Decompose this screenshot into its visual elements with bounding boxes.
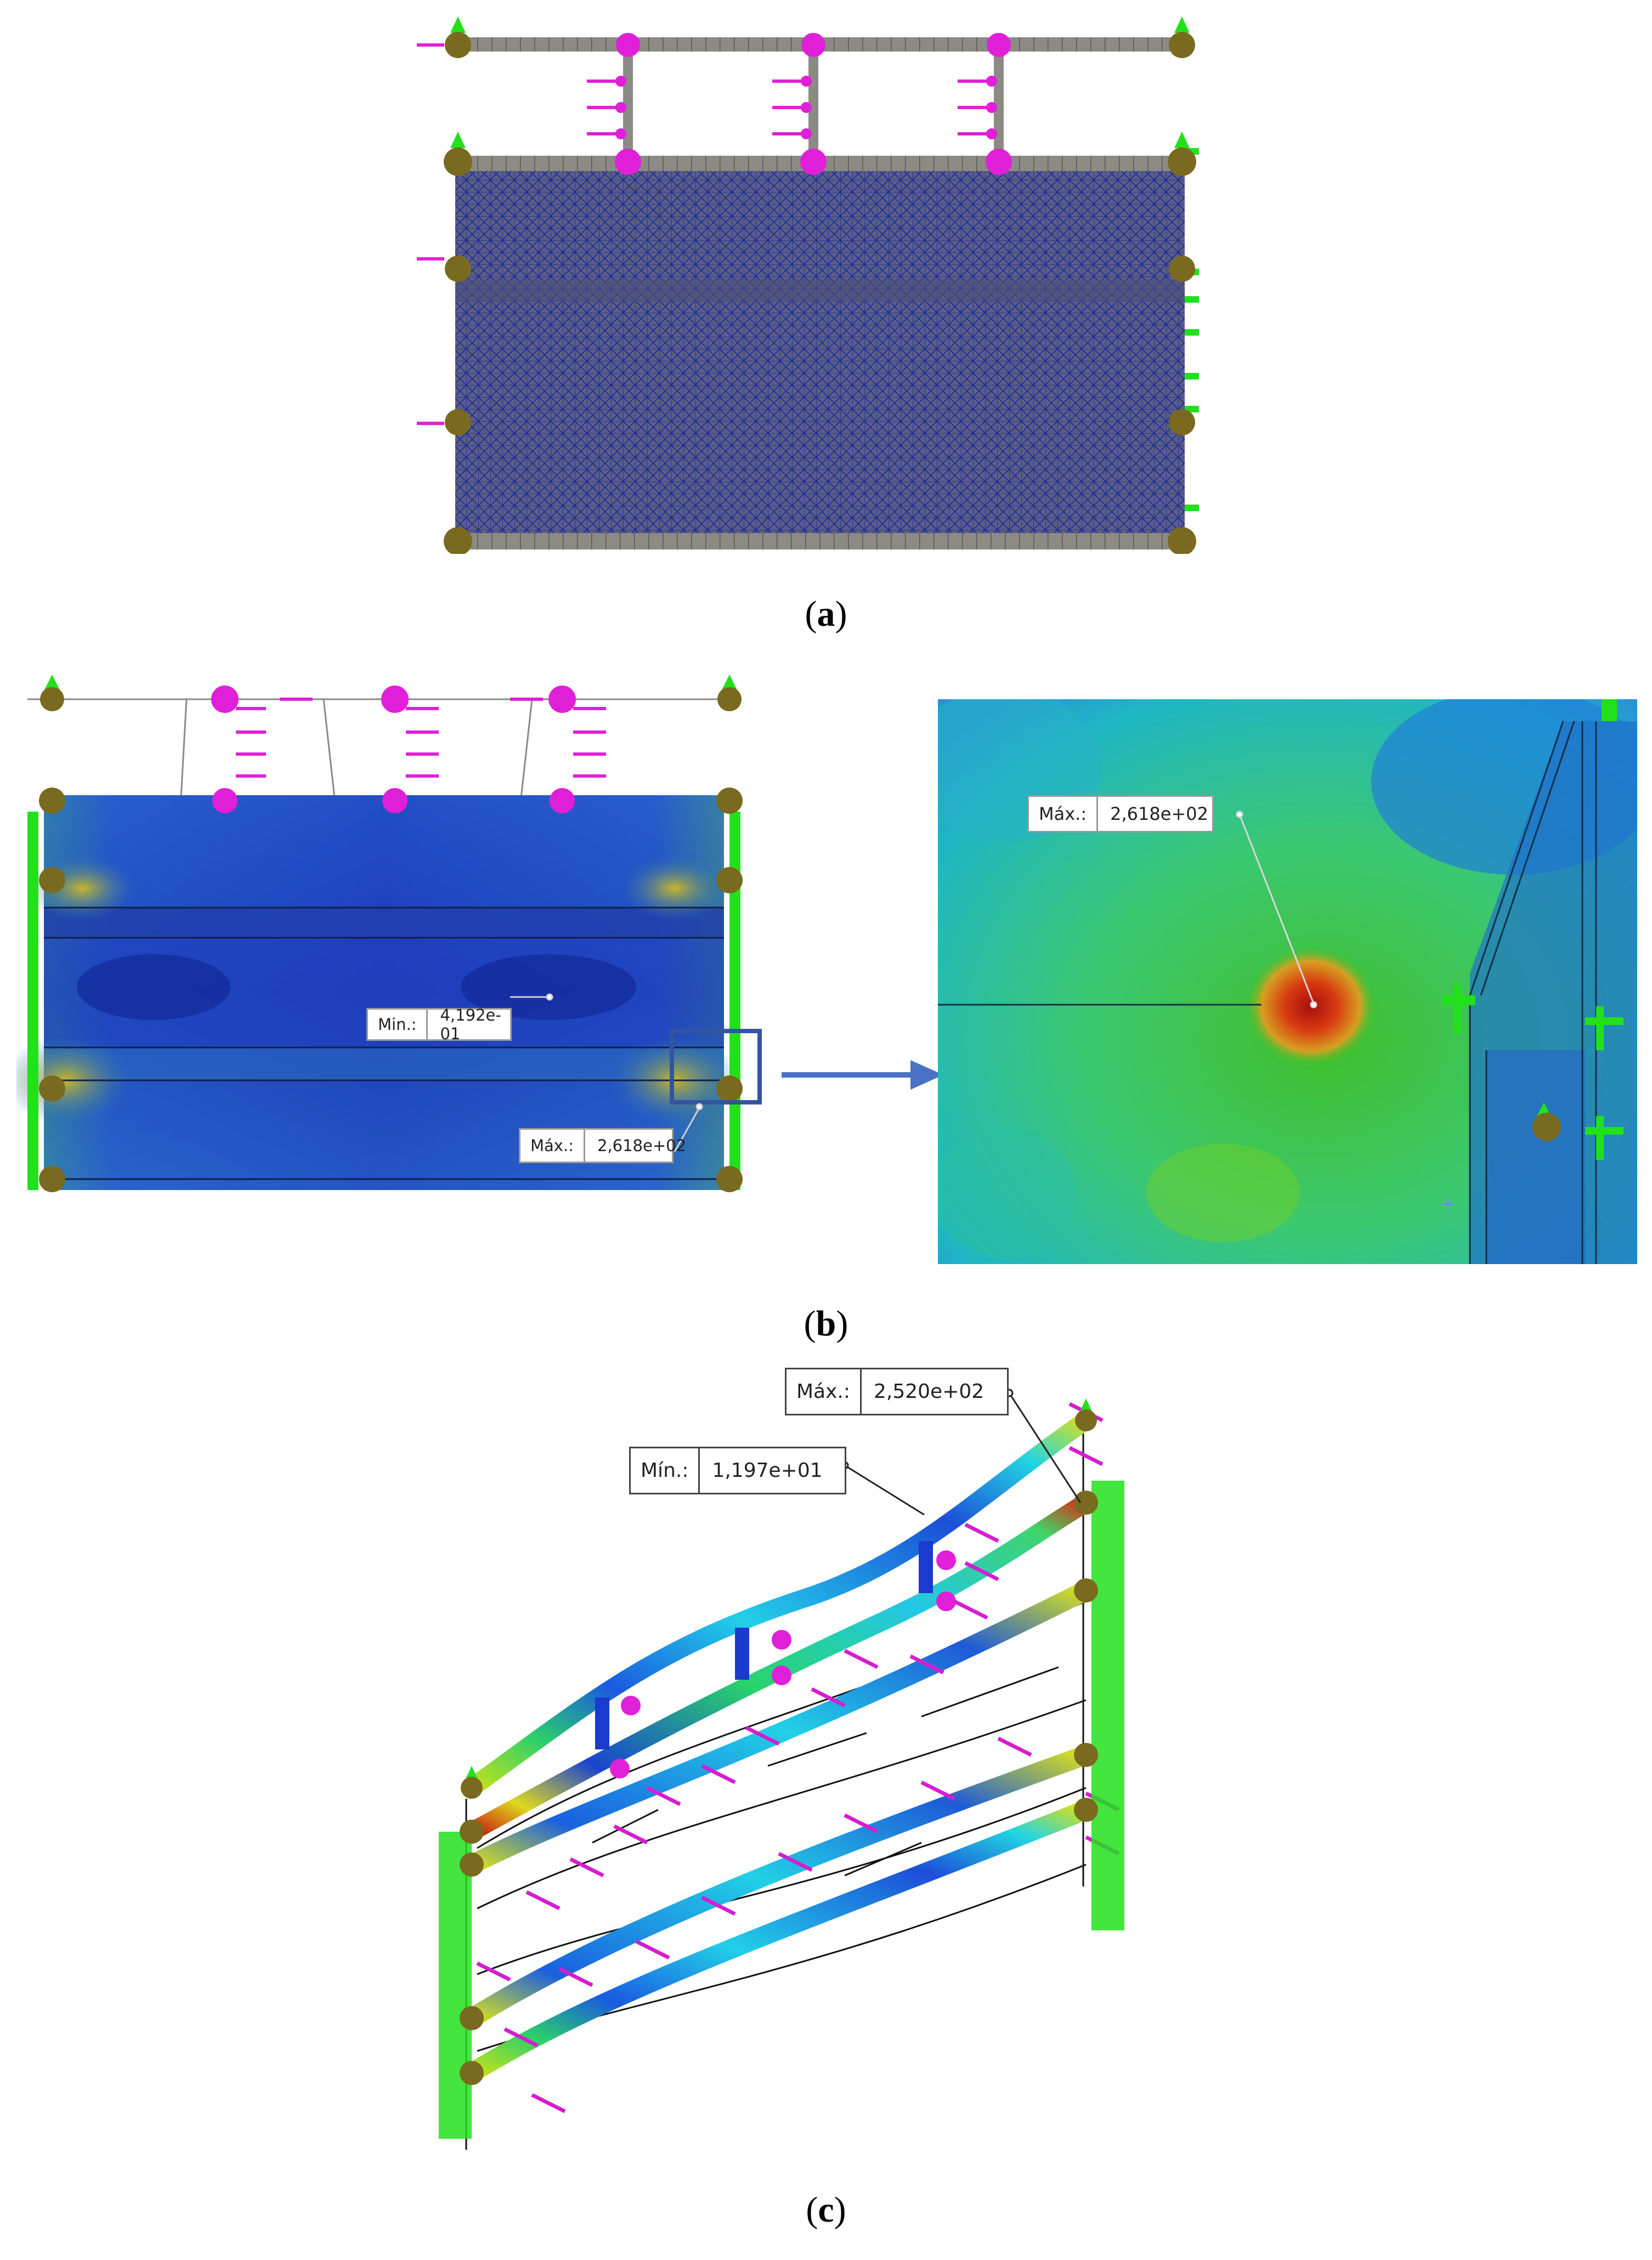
vertical-members	[595, 1541, 933, 1749]
max-stress-label-c: Máx.: 2,520e+02	[785, 1368, 1009, 1415]
upper-tube	[462, 1493, 1095, 1841]
bottom-tube	[462, 1800, 1096, 2083]
panel-b-stress-plot	[16, 664, 795, 1234]
fixtures-a	[444, 16, 1199, 554]
caption-b: (b)	[804, 1304, 848, 1344]
top-tube	[462, 1411, 1095, 1797]
load-arrows	[417, 43, 997, 425]
mesh-model-drawing	[417, 16, 1199, 554]
fixtures-b	[27, 675, 743, 1192]
zoom-region-box	[670, 1029, 762, 1104]
max-stress-label-zoom: Máx.: 2,618e+02	[1027, 795, 1214, 832]
stress-plot-drawing	[16, 675, 762, 1192]
fixture-joint-zoom	[1532, 1113, 1561, 1141]
min-stress-label-c: Mín.: 1,197e+01	[629, 1447, 846, 1494]
lower-tube	[462, 1745, 1096, 2028]
caption-c: (c)	[806, 2190, 846, 2230]
max-stress-label-b: Máx.: 2,618e+02	[519, 1128, 686, 1163]
caption-a: (a)	[805, 594, 847, 634]
mesh-plate	[455, 159, 1185, 543]
load-joints	[615, 33, 1012, 175]
fixtures-zoom	[1442, 699, 1623, 1160]
load-arrows-b	[211, 686, 606, 813]
bottom-beam	[455, 533, 1185, 550]
fixtures-c	[439, 1398, 1124, 2139]
load-joints-c	[610, 1550, 956, 1778]
zoom-detail-drawing	[938, 699, 1637, 1264]
panel-a-mesh-model	[406, 11, 1218, 554]
zoom-arrow	[782, 1060, 943, 1090]
load-arrows-c	[476, 1402, 1120, 2114]
deformed-frame-drawing	[439, 1389, 1124, 2150]
panel-c-deformed-frame	[428, 1360, 1207, 2166]
panel-b-zoom-detail	[938, 699, 1637, 1264]
min-stress-label-b: Min.: 4,192e-01	[366, 1006, 512, 1043]
middle-tube	[462, 1581, 1096, 1874]
